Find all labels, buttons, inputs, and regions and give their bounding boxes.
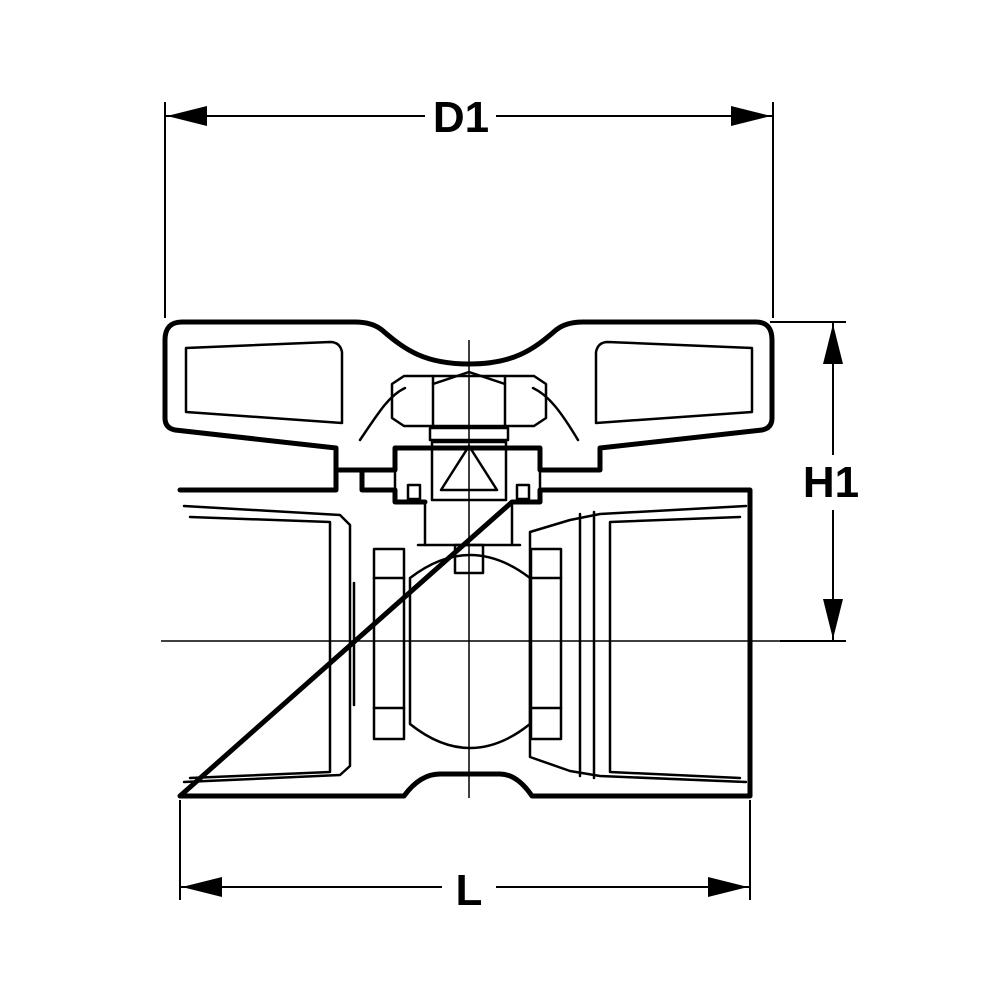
h1-arrow-top [823, 324, 843, 364]
left-port-outer [182, 504, 352, 784]
handle-outline [162, 319, 775, 473]
stem-window [430, 440, 508, 502]
h1-label: H1 [803, 458, 859, 507]
left-seat [372, 547, 406, 741]
d1-arrow-left [167, 106, 207, 126]
hex-nut [390, 374, 548, 428]
stem-collar-right [515, 483, 531, 501]
body-outline [177, 467, 753, 799]
ball [408, 553, 532, 750]
handle-right-rib [531, 386, 580, 442]
position-indicator-triangle [439, 444, 499, 492]
right-port-inner [608, 515, 742, 780]
dimension-d1: D1 [164, 93, 774, 318]
h1-arrow-bottom [823, 599, 843, 639]
butterfly-handle [162, 319, 775, 502]
hex-nut-top-chamfer [431, 370, 507, 386]
handle-right-wing-recess [594, 340, 754, 425]
right-port-outer [528, 504, 748, 784]
dimension-h1: H1 [770, 321, 859, 642]
dimension-l: L [179, 800, 751, 915]
valve-body [177, 467, 753, 799]
stem-collar-left [406, 483, 422, 501]
l-label: L [456, 866, 483, 915]
l-arrow-right [708, 877, 748, 897]
l-arrow-left [182, 877, 222, 897]
handle-left-rib [358, 386, 407, 442]
left-port-inner [188, 515, 332, 780]
washer [428, 426, 510, 442]
d1-arrow-right [731, 106, 771, 126]
handle-left-wing-recess [184, 340, 344, 425]
d1-label: D1 [433, 93, 489, 142]
